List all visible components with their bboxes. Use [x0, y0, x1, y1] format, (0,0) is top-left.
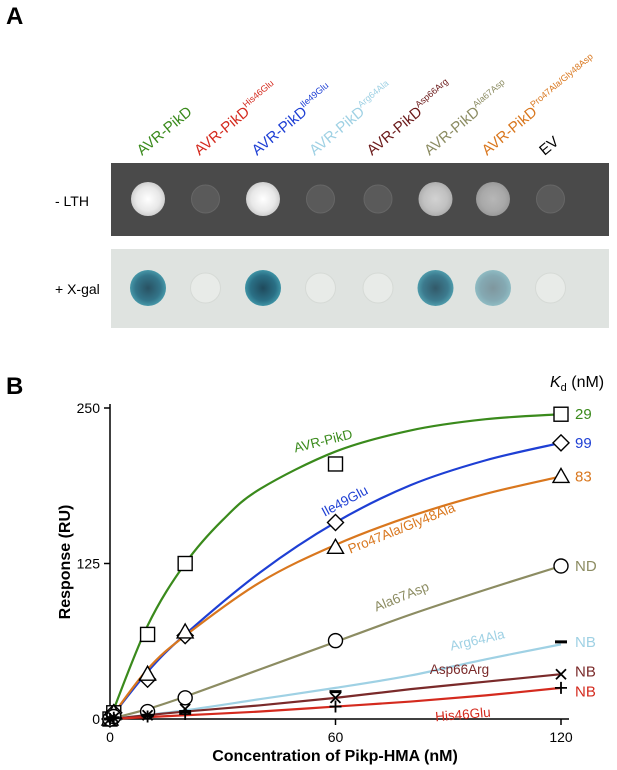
- y-tick-label: 0: [92, 711, 100, 727]
- xgal-blue-spot: [362, 272, 394, 304]
- kd-title: Kd (nM): [550, 374, 604, 394]
- kd-value-label: ND: [575, 558, 597, 575]
- chart-axes: 0 125 250 0 60 120: [77, 400, 573, 745]
- strain-label: EV: [536, 133, 562, 159]
- xgal-blue-spot: [305, 272, 336, 304]
- data-point-marker: [327, 632, 344, 649]
- series-name-label: AVR-PikD: [292, 426, 354, 455]
- data-point-marker: [553, 558, 569, 574]
- lth-growth-spot: [536, 184, 565, 214]
- strain-label: AVR-PikD: [134, 103, 196, 159]
- lth-spots: [131, 182, 565, 216]
- data-point-marker: [139, 626, 156, 643]
- strain-label-base: AVR-PikD: [479, 103, 541, 159]
- kd-title-k: K: [550, 374, 562, 391]
- panel-a-label: A: [6, 3, 23, 30]
- strain-label-base: AVR-PikD: [421, 103, 483, 159]
- kd-value-label: 83: [575, 468, 592, 485]
- data-point-marker: [138, 664, 157, 681]
- series-name-label: Ile49Glu: [319, 483, 370, 520]
- kd-title-unit: (nM): [567, 374, 604, 391]
- data-point-marker: [555, 668, 567, 680]
- row-label-lth: - LTH: [55, 193, 89, 209]
- strain-label-sup: Ala67Asp: [471, 77, 507, 109]
- y-tick-label: 125: [77, 556, 101, 572]
- data-point-marker: [551, 467, 571, 484]
- strain-label-base: AVR-PikD: [364, 103, 426, 159]
- data-point-marker: [329, 700, 342, 713]
- lth-growth-spot: [363, 184, 393, 214]
- data-point-marker: [177, 555, 193, 572]
- series-labels: AVR-PikDIle49GluPro47Ala/Gly48AlaAla67As…: [292, 426, 506, 724]
- series-name-label: Arg64Ala: [449, 626, 507, 653]
- x-tick-label: 60: [328, 729, 344, 745]
- data-point-marker: [141, 710, 154, 723]
- xgal-plate: [111, 249, 609, 328]
- data-point-marker: [552, 433, 570, 452]
- fit-curve-line: [108, 413, 562, 720]
- strain-labels: AVR-PikDAVR-PikDHis46GluAVR-PikDIle49Glu…: [134, 51, 595, 159]
- strain-label-base: AVR-PikD: [191, 103, 253, 159]
- fit-curve-line: [109, 564, 562, 721]
- xgal-blue-spot: [475, 270, 511, 306]
- data-point-marker: [555, 681, 567, 694]
- fit-curve-line: [109, 475, 562, 720]
- lth-growth-spot: [246, 182, 280, 216]
- series-name-label: His46Glu: [435, 705, 492, 725]
- data-point-marker: [107, 711, 120, 724]
- kd-value-label: NB: [575, 634, 596, 651]
- kd-value-label: 29: [575, 406, 592, 423]
- kd-title-sub: d: [561, 382, 567, 394]
- series-name-label: Asp66Arg: [430, 662, 489, 677]
- data-point-marker: [326, 537, 345, 555]
- xgal-blue-spot: [245, 270, 281, 306]
- lth-growth-spot: [418, 182, 453, 216]
- strain-label-sup: Pro47Ala/Gly48Asp: [528, 51, 595, 109]
- strain-label-base: AVR-PikD: [134, 103, 196, 159]
- data-point-marker: [179, 708, 192, 721]
- kd-value-label: NB: [575, 684, 596, 701]
- strain-label-sup: Ile49Glu: [298, 80, 330, 109]
- x-tick-label: 0: [106, 729, 114, 745]
- strain-label-sup: His46Glu: [241, 78, 276, 109]
- strain-label-sup: Arg64Ala: [356, 78, 391, 109]
- data-point-marker: [326, 513, 345, 532]
- lth-growth-spot: [476, 182, 510, 216]
- data-point-marker: [329, 692, 342, 704]
- y-axis-title: Response (RU): [57, 505, 74, 620]
- x-axis-title: Concentration of Pikp-HMA (nM): [212, 748, 458, 765]
- lth-growth-spot: [306, 184, 335, 214]
- fit-curve-line: [109, 441, 562, 720]
- panel-b-label: B: [6, 373, 23, 400]
- data-point-marker: [327, 456, 344, 472]
- strain-label-base: AVR-PikD: [306, 103, 368, 159]
- xgal-blue-spot: [130, 270, 166, 306]
- row-label-xgal: + X-gal: [55, 281, 100, 297]
- series-name-label: Ala67Asp: [372, 579, 431, 615]
- xgal-blue-spot: [190, 272, 221, 304]
- kd-value-label: NB: [575, 664, 596, 681]
- kd-value-label: 99: [575, 435, 592, 452]
- data-markers: [100, 406, 571, 728]
- data-point-marker: [177, 690, 193, 706]
- lth-growth-spot: [191, 184, 220, 214]
- x-tick-label: 120: [549, 729, 573, 745]
- strain-label-base: AVR-PikD: [249, 103, 311, 159]
- lth-plate: [111, 163, 609, 236]
- data-point-marker: [175, 622, 195, 639]
- xgal-blue-spot: [417, 270, 454, 306]
- strain-label-sup: Asp66Arg: [413, 76, 450, 109]
- xgal-spots: [130, 270, 566, 306]
- lth-growth-spot: [131, 182, 165, 216]
- data-point-marker: [553, 406, 569, 422]
- y-tick-label: 250: [77, 400, 101, 416]
- xgal-blue-spot: [535, 272, 566, 304]
- strain-label-base: EV: [536, 133, 562, 159]
